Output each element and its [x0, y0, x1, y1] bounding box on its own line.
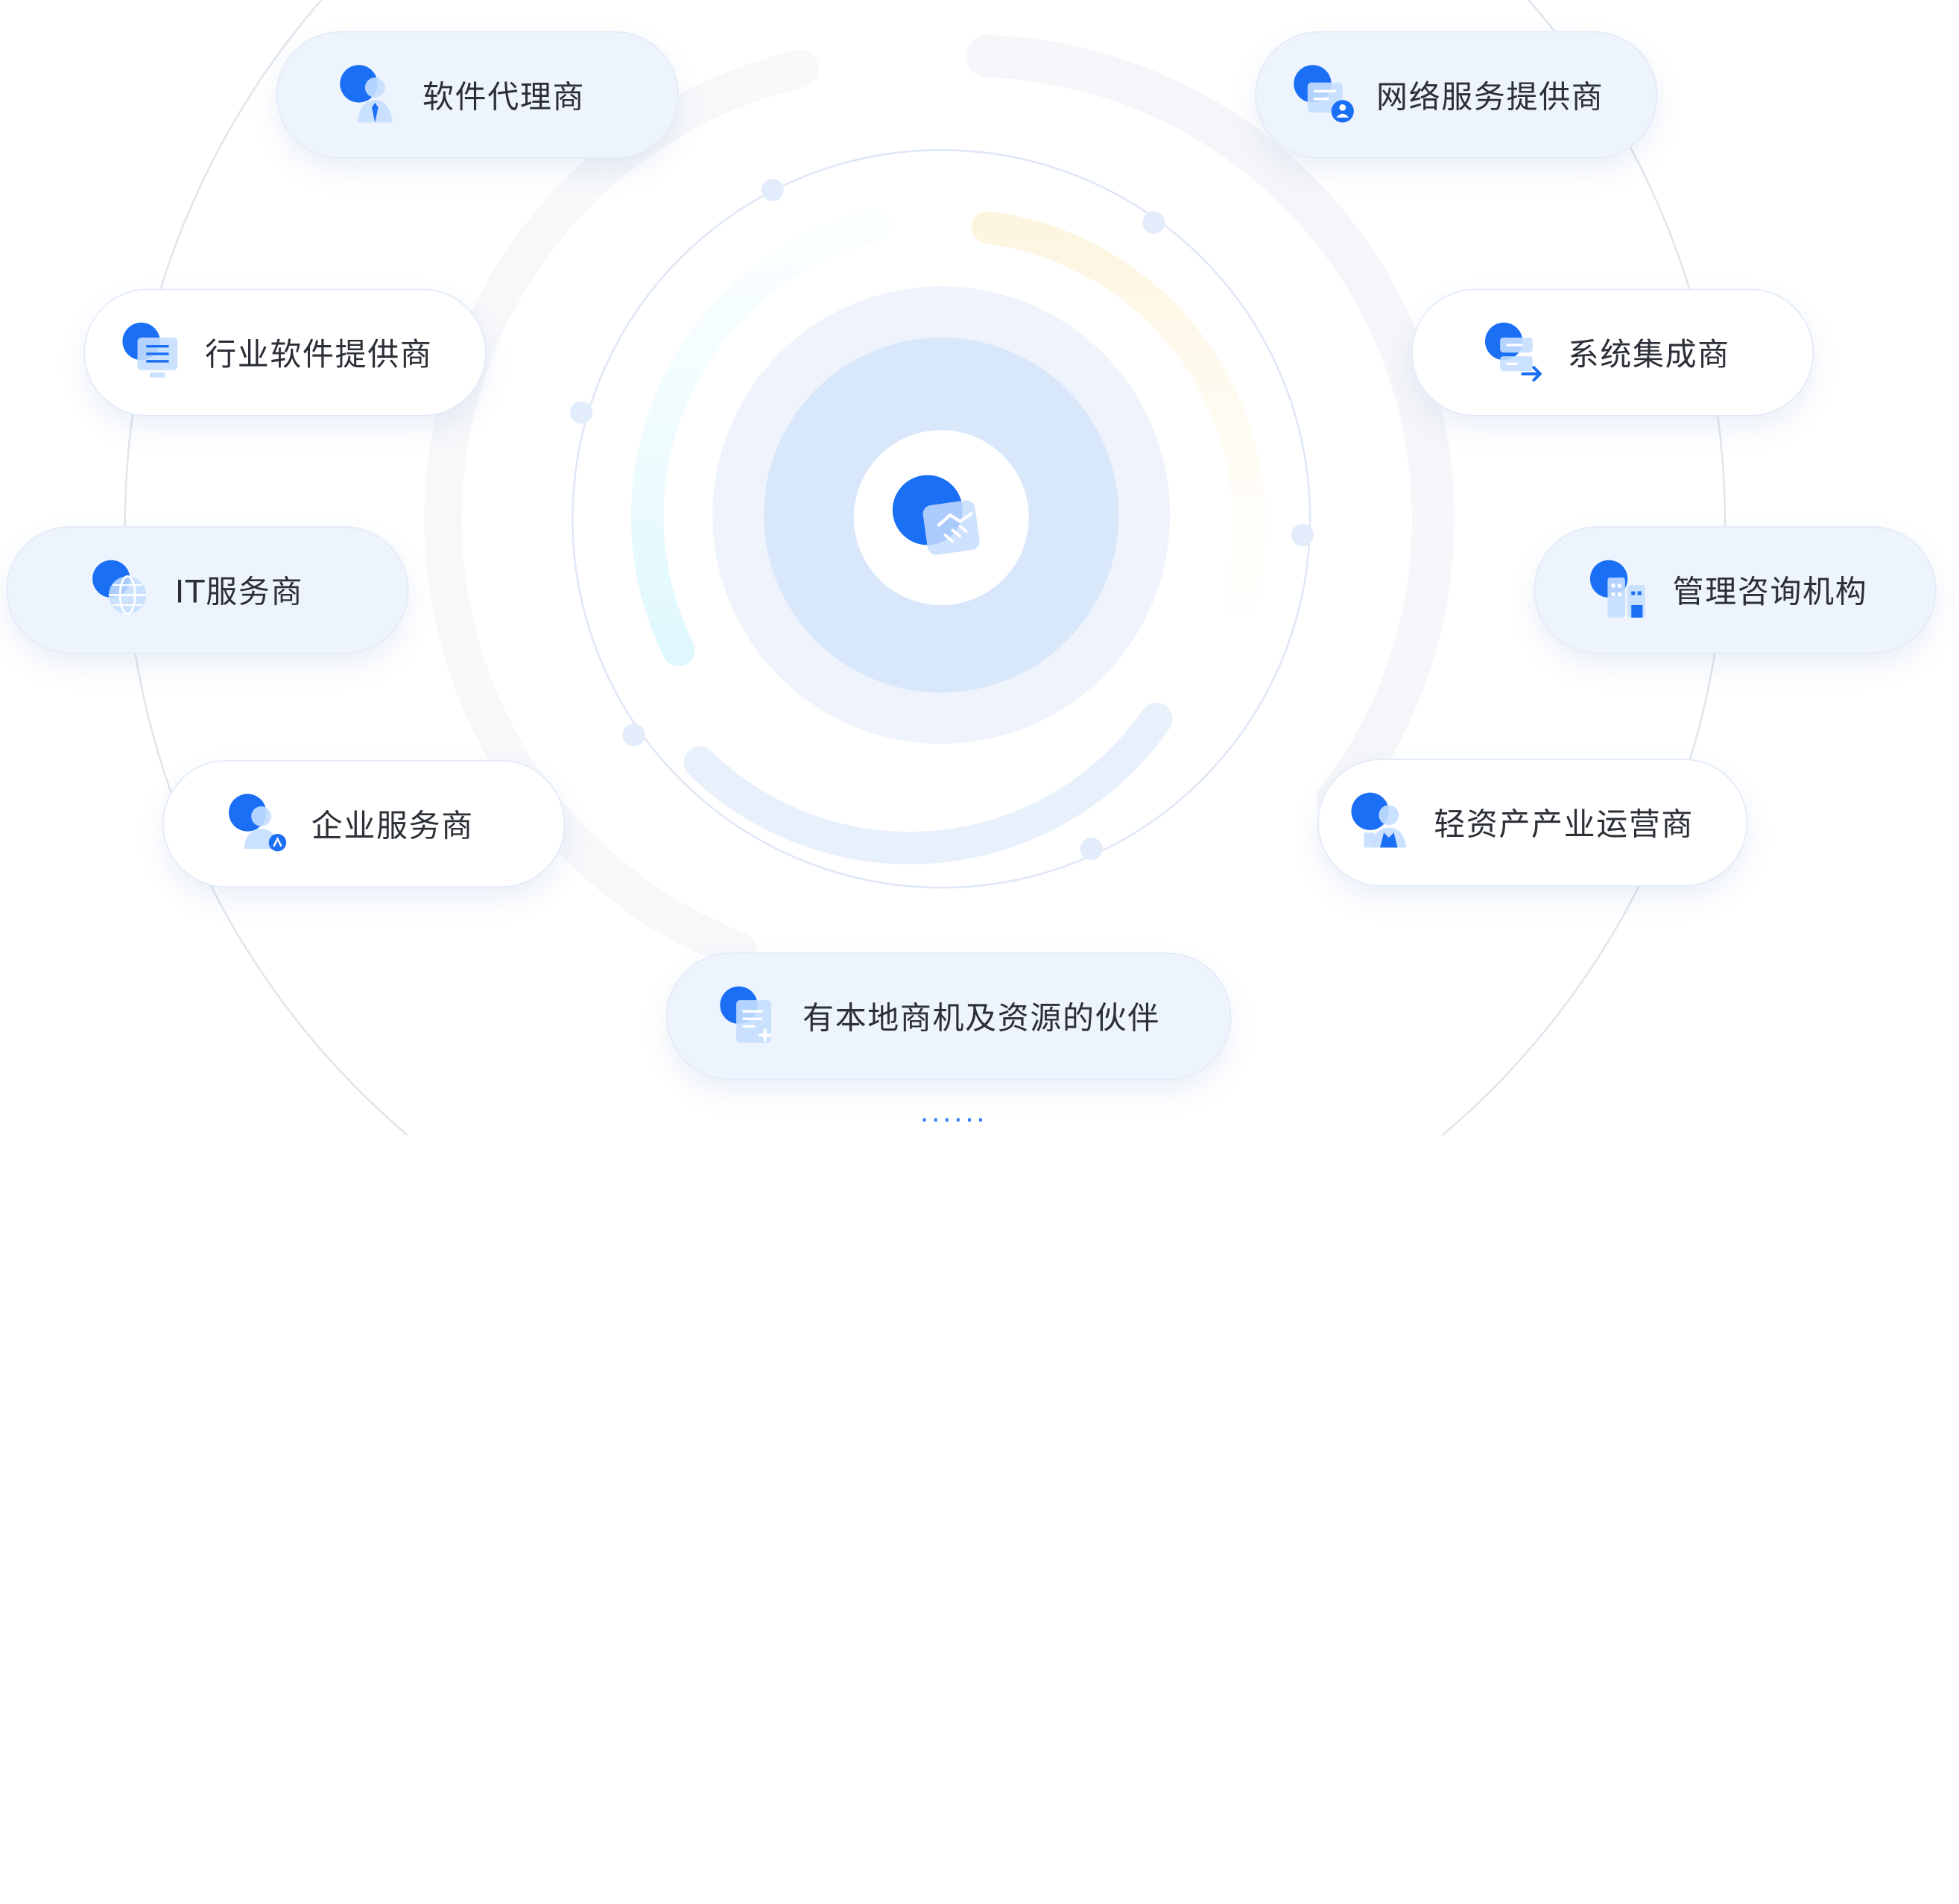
cyan-arc: [630, 209, 892, 667]
user-service-icon: [229, 794, 289, 854]
partner-label: 网络服务提供商: [1376, 78, 1604, 116]
globe-icon: [92, 560, 153, 621]
document-add-icon: [720, 986, 780, 1047]
orbit-dot: [622, 724, 645, 747]
server-arrow-icon: [1484, 322, 1545, 383]
orbit-dot: [1142, 211, 1165, 234]
partner-pill-network-service[interactable]: 网络服务提供商: [1255, 31, 1658, 159]
partner-label: 轻资产产业运营商: [1434, 806, 1694, 843]
partner-pill-local-resource[interactable]: 有本地商机及资源的伙伴: [666, 952, 1232, 1081]
more-indicator: ......: [920, 1097, 988, 1129]
partner-pill-industry-software[interactable]: 行业软件提供商: [83, 288, 487, 417]
blue-arc: [683, 702, 1173, 864]
software-list-icon: [122, 322, 183, 383]
building-icon: [1589, 560, 1651, 621]
partner-label: 企业服务商: [311, 807, 474, 844]
partner-pill-software-agent[interactable]: 软件代理商: [276, 31, 679, 159]
partner-pill-system-integrator[interactable]: 系统集成商: [1411, 288, 1814, 417]
partner-label: 软件代理商: [423, 78, 586, 116]
outer-orbit-ring: [124, 0, 1727, 1136]
orbit-dot: [569, 401, 593, 424]
agent-person-icon: [340, 65, 400, 125]
partner-pill-light-asset-operator[interactable]: 轻资产产业运营商: [1317, 759, 1748, 887]
yellow-arc: [971, 211, 1266, 617]
partner-label: 管理咨询机构: [1672, 574, 1868, 610]
orbit-dot: [761, 178, 784, 202]
partner-pill-management-consulting[interactable]: 管理咨询机构: [1534, 526, 1937, 654]
handshake-icon: [892, 475, 980, 555]
partner-pill-enterprise-service[interactable]: 企业服务商: [162, 759, 566, 888]
partner-label: IT服务商: [174, 574, 304, 610]
background-rings: [124, 0, 1727, 1136]
partner-label: 行业软件提供商: [205, 336, 433, 373]
partner-label: 系统集成商: [1567, 336, 1730, 373]
partner-label: 有本地商机及资源的伙伴: [803, 1000, 1160, 1037]
partner-pill-it-service[interactable]: IT服务商: [6, 526, 409, 654]
orbit-dot: [1080, 837, 1103, 861]
grey-arc-right: [966, 34, 1455, 822]
network-user-icon: [1294, 65, 1354, 125]
inner-orbit-ring: [572, 149, 1311, 889]
orbit-dot: [1291, 523, 1314, 547]
operator-person-icon: [1351, 792, 1411, 853]
